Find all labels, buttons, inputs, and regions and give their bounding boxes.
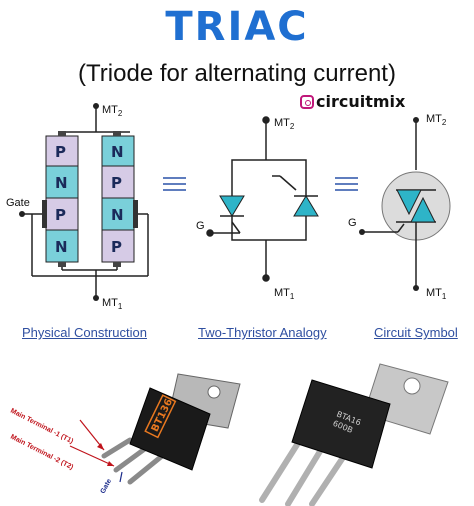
analogy-mt2-label: MT2: [274, 117, 295, 131]
layer-right-3: N: [111, 206, 124, 224]
brand-name: circuitmix: [316, 92, 406, 111]
mt2-terminal-dot: [93, 103, 99, 109]
thyristor-right: [293, 195, 319, 217]
analogy-mt1-label: MT1: [274, 287, 295, 301]
physical-mt1-label: MT1: [102, 297, 123, 311]
circuit-symbol: [359, 117, 451, 291]
layer-left-2: N: [55, 174, 68, 192]
layer-left-1: P: [55, 143, 66, 161]
brand-handle[interactable]: circuitmix: [300, 92, 405, 111]
instagram-icon: [300, 94, 314, 109]
right-column: N P N P: [101, 131, 135, 267]
caption-symbol[interactable]: Circuit Symbol: [374, 325, 458, 340]
equivalence-sign-2: [335, 177, 358, 191]
symbol-mt1-label: MT1: [426, 287, 447, 301]
symbol-mt2-label: MT2: [426, 113, 447, 127]
page-subtitle: (Triode for alternating current): [78, 60, 396, 87]
package-arrows: [69, 419, 123, 483]
left-column: P N P N: [45, 131, 79, 267]
caption-analogy[interactable]: Two-Thyristor Analogy: [198, 325, 327, 340]
mt1-terminal-dot: [93, 295, 99, 301]
symbol-gate-label: G: [348, 217, 357, 229]
caption-physical[interactable]: Physical Construction: [22, 325, 147, 340]
thyristor-left: [219, 195, 245, 217]
layer-left-4: N: [55, 238, 68, 256]
layer-right-2: P: [111, 174, 122, 192]
physical-mt2-label: MT2: [102, 104, 123, 118]
package-bta16: BTA16 600B: [259, 363, 449, 506]
layer-right-4: P: [111, 238, 122, 256]
analogy-gate-label: G: [196, 220, 205, 232]
package-bt136: BT136: [101, 373, 241, 485]
package-gate-label: Gate: [100, 478, 114, 495]
equivalence-sign-1: [163, 177, 186, 191]
physical-construction: MT2 P N P N N P N P: [6, 103, 149, 311]
layer-left-3: P: [55, 206, 66, 224]
physical-gate-label: Gate: [6, 197, 30, 209]
layer-right-1: N: [111, 143, 124, 161]
page-title: TRIAC: [165, 4, 309, 50]
